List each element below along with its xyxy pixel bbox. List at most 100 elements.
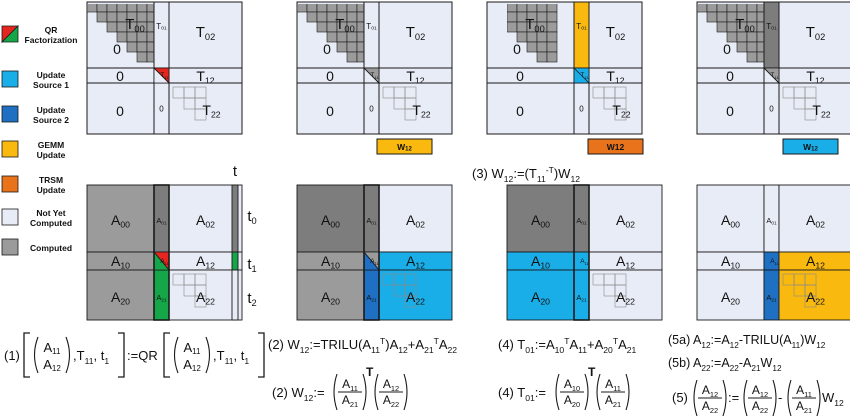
label-t12-sub: 12 [205,75,215,85]
equation-step4b-prefix: (4) T01:= [498,385,546,403]
label-a21-main: A [766,293,771,302]
a11-top: A11 [183,340,201,356]
label-a02: A02 [406,212,425,229]
staircase-cell [126,41,138,53]
frac-top-main: A [564,377,572,391]
staircase-cell [136,51,148,63]
label-t12-sub: 12 [415,75,425,85]
equation-step5a-part: 12 [816,341,826,350]
zero-label: 0 [579,105,584,114]
grid-detail [592,273,627,308]
label-a10-main: A [721,253,731,269]
w12-main: W [803,142,812,152]
label-a11: A11 [160,258,169,266]
equation-step5-prefix-part: (5) [672,390,688,405]
label-a02: A02 [806,212,825,229]
label-t00-main: T [735,16,744,33]
label-a11-main: A [770,258,775,265]
equation-step5-w12-part: W [822,390,835,405]
label-a00: A00 [721,212,740,229]
label-a20: A20 [531,289,550,306]
grid-cell [614,108,627,121]
label-t02-main: T [196,24,205,41]
minus-op-part: - [778,390,782,405]
label-t22: T22 [202,102,220,119]
w12-bar-2: W12 [587,138,644,155]
equation-step3-part: 12 [504,174,514,184]
equation-step2b-prefix: (2) W12:= [272,385,325,403]
legend-label-line: Update [37,70,66,80]
label-a21-sub: 21 [771,297,777,302]
paren-left [693,379,698,417]
label-a11: A11 [770,258,779,266]
label-t12-main: T [196,68,205,84]
bracket-right [258,332,265,378]
equation-step4a-part: +A [587,337,604,352]
frac-bottom-main: A [342,393,350,407]
label-a02-main: A [806,212,816,228]
equation-step5a-part: )W [800,333,816,347]
legend-swatch-trsm [1,175,19,193]
label-a20-sub: 20 [120,296,130,306]
label-a02: A02 [196,212,215,229]
legend-label-line: TRSM [39,175,63,185]
equation-step3-part: 11 [537,174,546,184]
legend-color-update2 [1,105,19,123]
w12-sub: 12 [811,147,818,153]
staircase-cell [96,11,108,23]
label-t11-main: T [160,72,164,79]
equation-step5b-part: 12 [772,364,782,373]
equation-step5a-part: (5a) A [668,333,702,347]
label-a20-main: A [111,289,121,305]
label-a10: A10 [321,253,340,270]
label-t22-main: T [612,102,621,118]
t0-label-main: t [247,208,252,225]
legend-label-line: Update [37,185,66,195]
staircase-cell [536,11,548,23]
block-a20 [296,269,365,321]
staircase-cell [536,41,548,53]
label-a11-main: A [160,258,165,265]
label-t00-main: T [125,16,134,33]
equation-step2a-part: (2) W [268,337,301,352]
label-a22-sub: 22 [415,296,425,306]
legend-color-update1 [1,70,19,88]
equation-step4a-part: T [564,336,570,346]
equation-step2b-prefix-part: (2) W [272,385,305,400]
staircase-cell [546,21,558,33]
label-a02-main: A [406,212,416,228]
staircase-cell [756,51,767,63]
label-t02: T02 [606,24,626,42]
label-a01: A01 [156,216,167,225]
zero-label: 0 [513,41,521,57]
zero-label: 0 [369,105,374,114]
active-column-outline [573,184,590,321]
label-t22: T22 [412,102,430,119]
tail-part: ,T [213,348,225,363]
zero-label: 0 [769,105,774,114]
computed-staircase [87,4,158,63]
label-a00: A00 [321,212,340,229]
grid-cell [194,108,207,121]
block-t01 [363,1,380,69]
tail-part: 1 [244,356,249,366]
t1-label-main: t [247,256,252,273]
label-a00-sub: 00 [120,219,130,229]
label-a12: A12 [616,253,635,270]
bracket-left [163,332,170,378]
equation-step5a-part: 12 [730,341,740,350]
staircase-cell [136,11,148,23]
label-a22-main: A [616,289,626,305]
label-t02-main: T [406,24,415,41]
tail-part: ,T [73,348,85,363]
label-t11-sub: 11 [374,75,379,80]
